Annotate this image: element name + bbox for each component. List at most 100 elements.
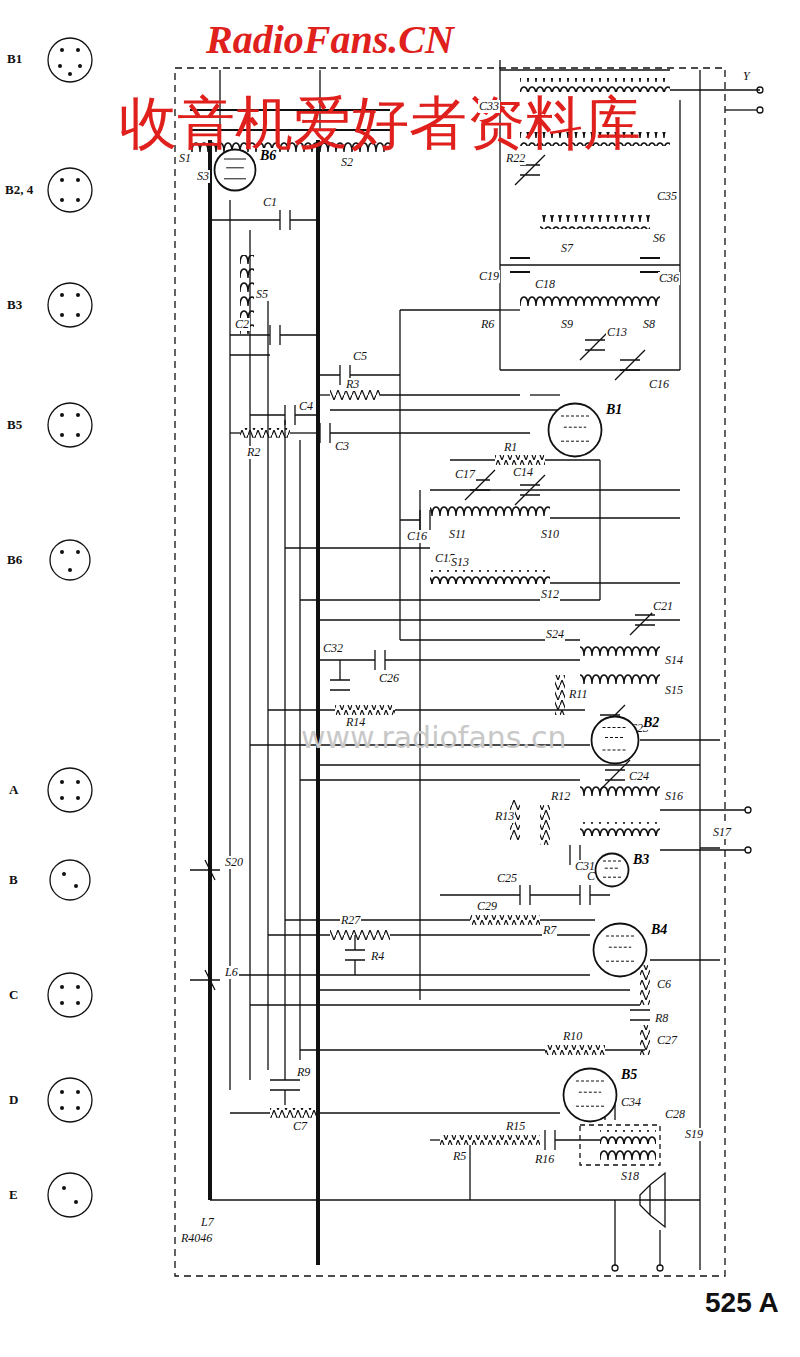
component-label: S1 (178, 152, 192, 165)
component-label: R22 (505, 152, 526, 165)
component-label: S12 (540, 588, 560, 601)
component-label: Y (742, 70, 751, 83)
component-label: R2 (246, 446, 261, 459)
component-label: S7 (560, 242, 574, 255)
tube-label: B4 (651, 922, 667, 937)
component-label: R27 (340, 914, 361, 927)
component-label: C6 (656, 978, 672, 991)
ground-bus (208, 140, 212, 1200)
component-label: C24 (628, 770, 650, 783)
component-label: C34 (620, 1096, 642, 1109)
component-label: C18 (534, 278, 556, 291)
tube-symbol: B1 (547, 402, 625, 458)
tube-base-diagrams (48, 38, 92, 1217)
tube-label: B1 (606, 402, 622, 417)
component-label: R11 (568, 688, 588, 701)
component-label: C27 (656, 1034, 678, 1047)
component-label: C26 (378, 672, 400, 685)
tube-label: B6 (260, 148, 276, 163)
tube-envelope (547, 402, 603, 458)
component-label: S11 (448, 528, 467, 541)
component-label: R4046 (180, 1232, 213, 1245)
component-label: R10 (562, 1030, 583, 1043)
component-label: S19 (684, 1128, 704, 1141)
component-label: C17 (454, 468, 476, 481)
component-label: S15 (664, 684, 684, 697)
socket-label: B6 (6, 553, 23, 566)
component-label: C28 (664, 1108, 686, 1121)
tube-envelope (562, 1067, 618, 1123)
component-label: R3 (345, 378, 360, 391)
component-label: R9 (296, 1066, 311, 1079)
component-label: C32 (322, 642, 344, 655)
component-label: R7 (542, 924, 557, 937)
watermark-text: RadioFans.CN (205, 18, 455, 62)
component-label: R1 (503, 441, 518, 454)
tube-symbol: B6 (213, 148, 279, 192)
component-label: C14 (512, 466, 534, 479)
component-label: S16 (664, 790, 684, 803)
socket-label: B2, 4 (4, 183, 34, 196)
socket-label: B1 (6, 52, 23, 65)
tube-label: B3 (633, 852, 649, 867)
component-label: S14 (664, 654, 684, 667)
tube-symbol: B4 (592, 922, 670, 978)
component-label: C29 (476, 900, 498, 913)
component-label: C4 (298, 400, 314, 413)
tube-symbol: B3 (594, 852, 652, 888)
component-label: C1 (262, 196, 278, 209)
component-label: S9 (560, 318, 574, 331)
component-label: C33 (478, 100, 500, 113)
ht-bus (316, 140, 320, 1265)
component-label: S8 (642, 318, 656, 331)
tube-label: B2 (643, 715, 659, 730)
socket-label: A (8, 783, 19, 796)
chassis-outline (175, 68, 725, 1276)
tube-envelope (590, 715, 640, 765)
component-label: R8 (654, 1012, 669, 1025)
component-label: S20 (224, 856, 244, 869)
component-label: C16 (406, 530, 428, 543)
tube-envelope (594, 852, 630, 888)
component-label: S24 (545, 628, 565, 641)
tube-envelope (213, 148, 257, 192)
socket-label: B5 (6, 418, 23, 431)
component-label: C35 (656, 190, 678, 203)
component-label: C3 (334, 440, 350, 453)
component-label: C16 (648, 378, 670, 391)
component-label: C13 (606, 326, 628, 339)
component-label: C5 (352, 350, 368, 363)
loudspeaker-symbol (640, 1173, 665, 1227)
component-label: R13 (494, 810, 515, 823)
component-label: S17 (712, 826, 732, 839)
socket-label: E (8, 1188, 19, 1201)
tube-symbol: B2 (590, 715, 662, 765)
component-label: C7 (292, 1120, 308, 1133)
socket-label: D (8, 1093, 19, 1106)
socket-label: C (8, 988, 19, 1001)
component-label: S5 (255, 288, 269, 301)
component-label: C25 (496, 872, 518, 885)
component-label: S13 (450, 556, 470, 569)
component-label: R14 (345, 716, 366, 729)
component-label: S6 (652, 232, 666, 245)
component-label: S18 (620, 1170, 640, 1183)
tube-symbol: B5 (562, 1067, 640, 1123)
socket-label: B (8, 873, 19, 886)
component-label: C19 (478, 270, 500, 283)
tube-envelope (592, 922, 648, 978)
component-label: C2 (234, 318, 250, 331)
tube-label: B5 (621, 1067, 637, 1082)
watermark-text: www.radiofans.cn (300, 722, 567, 754)
socket-label: B3 (6, 298, 23, 311)
component-label: R4 (370, 950, 385, 963)
component-label: R15 (505, 1120, 526, 1133)
component-label: L6 (224, 966, 239, 979)
component-label: R5 (452, 1150, 467, 1163)
component-label: R12 (550, 790, 571, 803)
component-label: C36 (658, 272, 680, 285)
component-label: L7 (200, 1216, 215, 1229)
component-label: S3 (196, 170, 210, 183)
component-label: S10 (540, 528, 560, 541)
watermark-text: 收音机爱好者资料库 (118, 92, 642, 154)
